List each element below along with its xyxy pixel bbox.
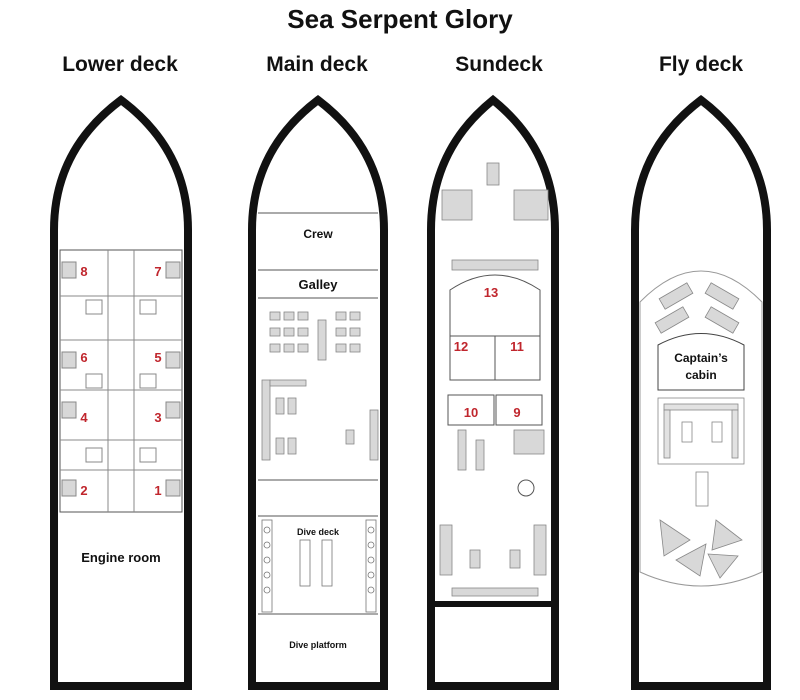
cabin-13-label: 13 [484,285,498,300]
lower-deck-hull [50,95,192,690]
sundeck-furniture [439,162,549,597]
cabin-9-label: 9 [513,405,520,420]
cabin-4-label: 4 [80,410,88,425]
fly-deck-seating [657,397,745,507]
crew-label: Crew [303,227,333,241]
deck-label-main: Main deck [266,53,368,76]
cabin-5-label: 5 [154,350,161,365]
cabin-12-label: 12 [454,339,468,354]
fly-deck-hull [631,94,771,690]
fly-deck-outline [639,270,763,587]
dive-deck-label: Dive deck [297,527,340,537]
deck-label-fly: Fly deck [658,53,744,76]
sundeck-cabin-walls [447,274,543,497]
deck-label-sun: Sundeck [455,53,543,76]
captains-cabin-outline [657,333,745,391]
captains-cabin-label-line1: Captain’s [674,351,728,365]
main-deck-partitions [258,212,378,615]
main-deck-plan: Crew Galley Dive deck Dive platform [248,94,388,690]
main-deck-hull [248,94,388,690]
cabin-3-label: 3 [154,410,161,425]
lower-deck-plan: 8 7 6 5 4 3 2 1 Engine room [50,95,192,690]
cabin-11-label: 11 [510,339,524,354]
cabin-1-label: 1 [154,483,161,498]
galley-furniture [261,311,379,461]
galley-label: Galley [298,277,338,292]
dive-deck-benches [261,519,377,613]
captains-cabin-label-line2: cabin [685,368,716,382]
deck-label-lower: Lower deck [62,53,178,76]
diagram-title: Sea Serpent Glory [287,4,513,34]
cabin-7-label: 7 [154,264,161,279]
cabin-8-label: 8 [80,264,87,279]
sun-loungers [654,282,743,579]
sundeck-hull [427,94,559,690]
cabin-10-label: 10 [464,405,478,420]
lower-deck-cabin-area [59,249,183,513]
fly-deck-plan: Captain’s cabin [631,94,771,690]
sundeck-plan: 13 12 11 10 9 [427,94,559,690]
cabin-6-label: 6 [80,350,87,365]
dive-platform-label: Dive platform [289,640,347,650]
engine-room-label: Engine room [81,550,160,565]
cabin-2-label: 2 [80,483,87,498]
